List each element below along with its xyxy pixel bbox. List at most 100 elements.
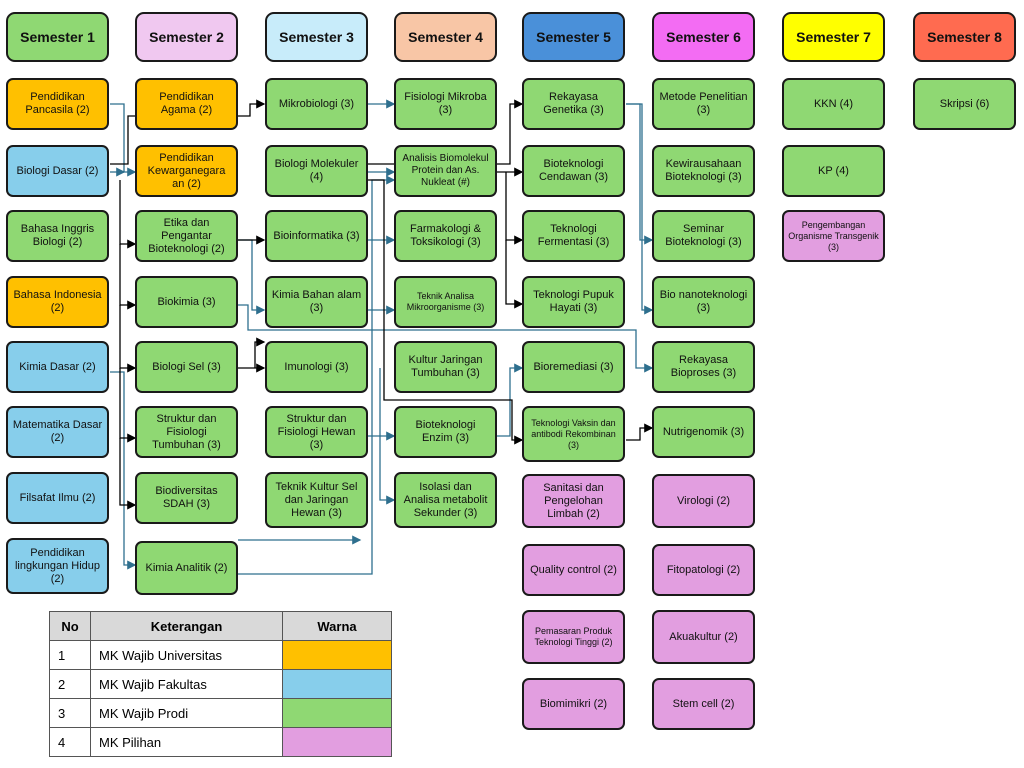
legend-header-row: No Keterangan Warna [49,611,392,641]
legend-header-warna: Warna [282,611,392,641]
course-box: Sanitasi dan Pengelohan Limbah (2) [522,474,625,528]
course-label: Kimia Bahan alam (3) [271,289,362,314]
legend-no: 3 [49,698,91,728]
course-box: Pendidikan Pancasila (2) [6,78,109,130]
course-label: Pengembangan Organisme Transgenik (3) [788,219,879,252]
legend-row: 3 MK Wajib Prodi [49,698,392,728]
connector [110,371,137,570]
course-box: Kimia Analitik (2) [135,541,238,595]
course-label: Pendidikan lingkungan Hidup (2) [14,546,100,585]
course-label: Bioinformatika (3) [273,229,360,242]
semester-header-6: Semester 6 [652,12,755,62]
course-label: Bioteknologi Cendawan (3) [538,158,609,183]
semester-header-8: Semester 8 [913,12,1016,62]
semester-header-7: Semester 7 [782,12,885,62]
course-label: Struktur dan Fisiologi Tumbuhan (3) [152,412,221,451]
connector [238,239,266,315]
course-box: Struktur dan Fisiologi Tumbuhan (3) [135,406,238,458]
course-label: Kultur Jaringan Tumbuhan (3) [408,354,483,379]
course-box: Biokimia (3) [135,276,238,328]
course-box: Analisis Biomolekul Protein dan As. Nukl… [394,145,497,197]
course-label: Bioteknologi Enzim (3) [415,419,476,444]
course-box: Teknologi Vaksin dan antibodi Rekombinan… [522,406,625,462]
course-label: Kewirausahaan Bioteknologi (3) [665,158,742,183]
course-box: Bahasa Inggris Biologi (2) [6,210,109,262]
connector [238,304,654,373]
semester-label: Semester 1 [20,28,95,45]
course-label: Sanitasi dan Pengelohan Limbah (2) [543,481,604,520]
course-box: Bioremediasi (3) [522,341,625,393]
connector [497,363,524,437]
semester-header-2: Semester 2 [135,12,238,62]
connector [119,305,137,373]
semester-label: Semester 4 [408,28,483,45]
course-label: Mikrobiologi (3) [278,97,355,110]
course-box: Kimia Dasar (2) [6,341,109,393]
connector [368,179,524,445]
semester-header-3: Semester 3 [265,12,368,62]
course-label: Pendidikan Pancasila (2) [25,91,90,116]
course-label: Fisiologi Mikroba (3) [404,91,487,116]
course-label: Pendidikan Kewarganegara an (2) [147,151,226,190]
course-box: Kultur Jaringan Tumbuhan (3) [394,341,497,393]
course-label: Nutrigenomik (3) [662,425,745,438]
connector [119,180,137,249]
course-label: Etika dan Pengantar Bioteknologi (2) [148,216,225,255]
semester-label: Semester 7 [796,28,871,45]
legend-no: 2 [49,669,91,699]
connector [254,337,266,368]
connector [626,103,654,245]
legend-row: 2 MK Wajib Fakultas [49,669,392,699]
course-label: Teknik Kultur Sel dan Jaringan Hewan (3) [275,480,358,519]
semester-label: Semester 3 [279,28,354,45]
course-box: KKN (4) [782,78,885,130]
course-label: Bio nanoteknologi (3) [659,289,748,314]
course-label: Matematika Dasar (2) [12,419,103,444]
legend-label: MK Wajib Prodi [90,698,283,728]
course-box: Imunologi (3) [265,341,368,393]
connector [379,368,396,505]
course-box: Filsafat Ilmu (2) [6,472,109,524]
course-box: Bioteknologi Cendawan (3) [522,145,625,197]
course-box: Biologi Molekuler (4) [265,145,368,197]
connector [110,103,137,177]
course-label: Isolasi dan Analisa metabolit Sekunder (… [403,480,488,519]
legend-row: 1 MK Wajib Universitas [49,640,392,670]
course-label: Filsafat Ilmu (2) [19,491,96,504]
course-label: Bahasa Indonesia (2) [13,289,102,314]
course-label: Biokimia (3) [157,295,216,308]
course-label: Bahasa Inggris Biologi (2) [20,223,95,248]
course-label: Metode Penelitian (3) [659,91,748,116]
course-box: Virologi (2) [652,474,755,528]
course-label: Biologi Sel (3) [152,360,221,373]
course-box: Isolasi dan Analisa metabolit Sekunder (… [394,472,497,528]
semester-header-1: Semester 1 [6,12,109,62]
course-box: Teknik Analisa Mikroorganisme (3) [394,276,497,328]
course-label: Analisis Biomolekul Protein dan As. Nukl… [402,153,489,188]
course-box: Rekayasa Genetika (3) [522,78,625,130]
course-box: Seminar Bioteknologi (3) [652,210,755,262]
course-label: KP (4) [818,164,849,177]
semester-label: Semester 8 [927,28,1002,45]
course-box: Mikrobiologi (3) [265,78,368,130]
course-box: Kimia Bahan alam (3) [265,276,368,328]
course-box: Biodiversitas SDAH (3) [135,472,238,524]
course-label: Struktur dan Fisiologi Hewan (3) [277,412,356,451]
legend-header-no: No [49,611,91,641]
semester-header-4: Semester 4 [394,12,497,62]
legend-table: No Keterangan Warna 1 MK Wajib Universit… [49,611,392,757]
course-box: Pemasaran Produk Teknologi Tinggi (2) [522,610,625,664]
legend-swatch [282,669,392,699]
course-label: Teknologi Vaksin dan antibodi Rekombinan… [531,417,616,450]
course-label: Skripsi (6) [939,97,990,110]
course-box: Teknik Kultur Sel dan Jaringan Hewan (3) [265,472,368,528]
course-box: Stem cell (2) [652,678,755,730]
course-box: Bioinformatika (3) [265,210,368,262]
course-box: Fitopatologi (2) [652,544,755,596]
course-label: Kimia Dasar (2) [19,360,96,373]
course-box: Nutrigenomik (3) [652,406,755,458]
legend-row: 4 MK Pilihan [49,727,392,757]
course-box: Biologi Sel (3) [135,341,238,393]
course-box: Rekayasa Bioproses (3) [652,341,755,393]
